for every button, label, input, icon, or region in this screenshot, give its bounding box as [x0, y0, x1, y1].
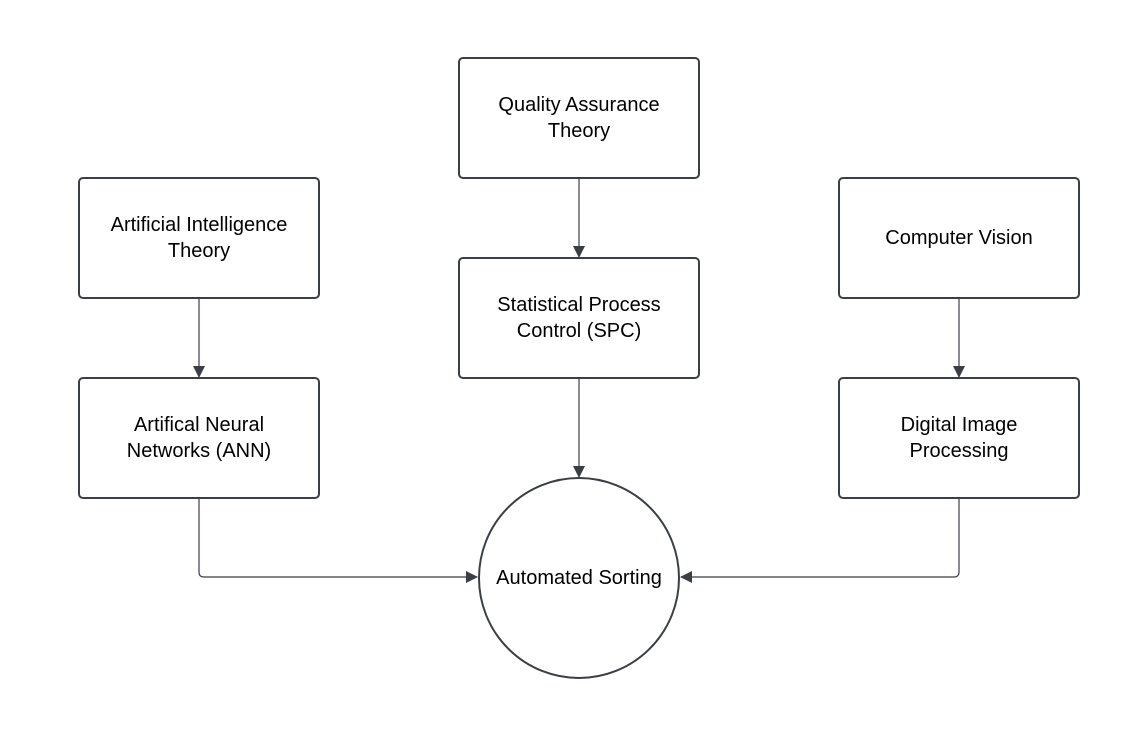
node-digital-image-processing[interactable]: Digital Image Processing — [838, 377, 1080, 499]
node-label: Computer Vision — [885, 227, 1033, 249]
node-statistical-process-control[interactable]: Statistical Process Control (SPC) — [458, 257, 700, 379]
node-automated-sorting[interactable]: Automated Sorting — [478, 477, 680, 679]
node-label: Quality Assurance Theory — [498, 94, 660, 142]
node-label: Automated Sorting — [496, 567, 662, 589]
node-computer-vision[interactable]: Computer Vision — [838, 177, 1080, 299]
edge-dip-to-sorting — [680, 499, 960, 583]
node-quality-assurance-theory[interactable]: Quality Assurance Theory — [458, 57, 700, 179]
node-label: Digital Image Processing — [900, 414, 1018, 462]
node-artificial-intelligence-theory[interactable]: Artificial Intelligence Theory — [78, 177, 320, 299]
node-label: Statistical Process Control (SPC) — [497, 294, 661, 342]
edge-ann-to-sorting — [198, 499, 478, 583]
node-label: Artificial Intelligence Theory — [110, 214, 288, 262]
node-label: Artifical Neural Networks (ANN) — [126, 414, 272, 462]
node-artificial-neural-networks[interactable]: Artifical Neural Networks (ANN) — [78, 377, 320, 499]
